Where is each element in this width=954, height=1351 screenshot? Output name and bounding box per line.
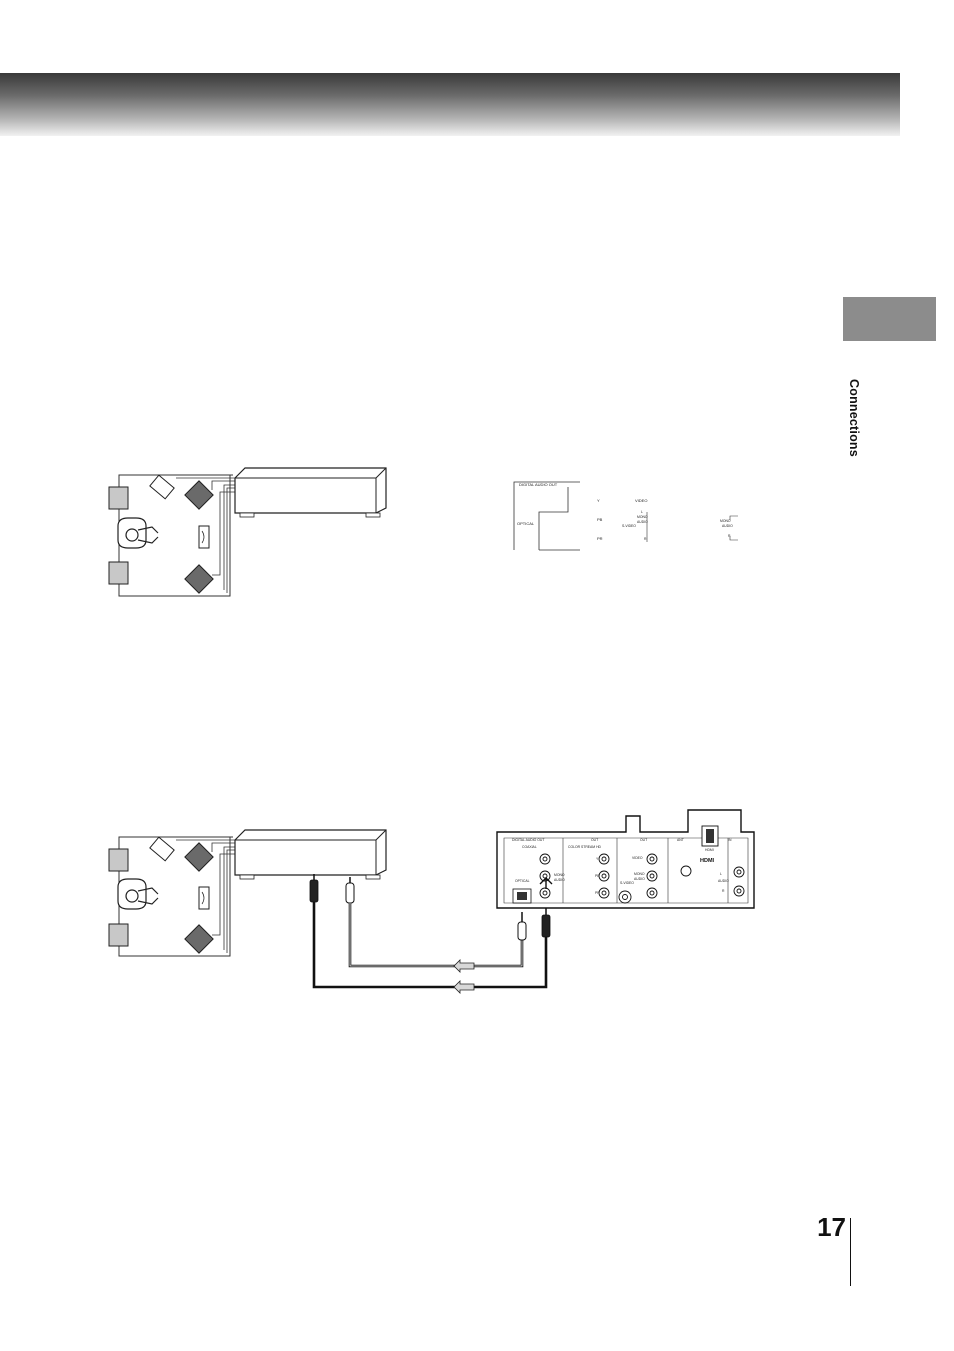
front-left-speaker-icon — [108, 848, 129, 872]
hdmi-logo: HDMI — [700, 858, 715, 864]
panel-ant-label: ANT — [677, 838, 684, 842]
top-rear-panel-closeup: DIGITAL AUDIO OUT OPTICAL Y PB PR VIDEO … — [513, 481, 738, 551]
center-speaker-icon — [149, 474, 175, 500]
page-number: 17 — [817, 1212, 846, 1242]
closeup-audio2-label: AUDIO — [722, 524, 733, 528]
panel-y-label: Y — [596, 857, 599, 861]
rear-right-speaker-icon — [184, 924, 214, 954]
panel-coaxial-label: COAXIAL — [522, 845, 537, 849]
closeup-mono-label: MONO — [637, 515, 648, 519]
panel-mono2-label: MONO — [554, 873, 565, 877]
rear-left-speaker-icon — [108, 561, 129, 585]
closeup-right2-label: R — [728, 534, 731, 538]
panel-in-label: IN — [728, 838, 732, 842]
listener-icon — [117, 517, 159, 549]
panel-out-label: OUT — [591, 838, 598, 842]
av-receiver-icon — [234, 829, 387, 880]
closeup-left-label: L — [641, 510, 643, 514]
closeup-audio-label: AUDIO — [637, 520, 648, 524]
panel-color-stream-label: COLOR STREAM HD — [568, 845, 602, 849]
closeup-s-video-label: S-VIDEO — [622, 524, 636, 528]
front-right-speaker-icon — [184, 480, 214, 510]
rear-left-speaker-icon — [108, 923, 129, 947]
top-speaker-system-diagram — [108, 467, 387, 597]
panel-optical-label: OPTICAL — [515, 879, 530, 883]
optical-signal-arrow-icon — [453, 959, 475, 973]
panel-pb-label: PB — [595, 874, 600, 878]
panel-audio2-label: AUDIO — [554, 878, 565, 882]
section-side-tab — [843, 297, 936, 341]
panel-hdmi-label: HDMI — [705, 848, 714, 852]
panel-pr-label: PR — [595, 891, 600, 895]
panel-digital-audio-out-label: DIGITAL AUDIO OUT — [512, 838, 544, 842]
panel-audio3-label: AUDIO — [718, 879, 729, 883]
closeup-right-label: R — [644, 537, 647, 541]
panel-mono-label: MONO — [634, 872, 645, 876]
panel-right-label: R — [722, 889, 725, 893]
front-left-speaker-icon — [108, 486, 129, 510]
audio-cables — [309, 874, 551, 994]
page-number-rule — [850, 1218, 851, 1286]
closeup-digital-audio-out-label: DIGITAL AUDIO OUT — [519, 482, 558, 487]
closeup-video-label: VIDEO — [635, 498, 647, 503]
rear-right-speaker-icon — [184, 564, 214, 594]
center-speaker-icon — [149, 836, 175, 862]
panel-s-video-label: S-VIDEO — [620, 881, 634, 885]
closeup-y-label: Y — [597, 498, 600, 503]
panel-left-label: L — [720, 872, 722, 876]
listener-icon — [117, 878, 159, 910]
panel-out2-label: OUT — [640, 838, 647, 842]
chapter-header-band — [0, 73, 900, 136]
front-right-speaker-icon — [184, 842, 214, 872]
coaxial-signal-arrow-icon — [453, 980, 475, 994]
coaxial-plug-icon — [309, 879, 319, 903]
av-receiver-icon — [234, 467, 387, 518]
optical-plug-icon — [345, 882, 355, 904]
closeup-pb-label: PB — [597, 517, 603, 522]
closeup-mono2-label: MONO — [720, 519, 731, 523]
closeup-pr-label: PR — [597, 536, 603, 541]
panel-video-label: VIDEO — [632, 856, 643, 860]
panel-audio-label: AUDIO — [634, 877, 645, 881]
bottom-speaker-system-diagram — [108, 829, 387, 957]
unit-rear-panel: DIGITAL AUDIO OUT COAXIAL COLOR STREAM H… — [496, 809, 755, 909]
closeup-optical-label: OPTICAL — [517, 521, 535, 526]
